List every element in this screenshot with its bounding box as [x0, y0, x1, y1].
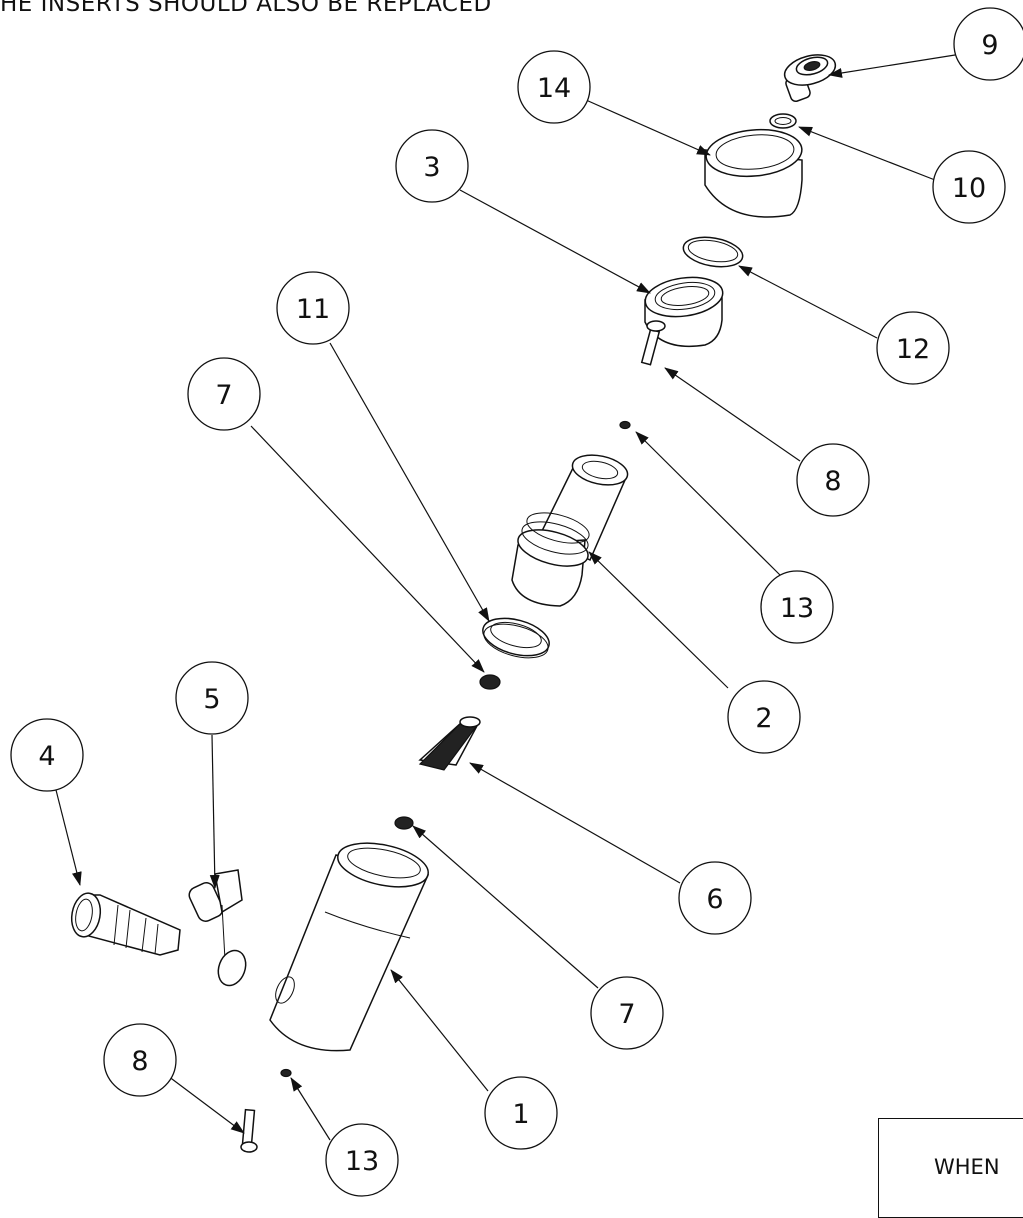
part-4-coupler — [70, 892, 181, 956]
part-13-insert-lower — [280, 1068, 292, 1078]
part-9-cap — [783, 54, 837, 103]
svg-text:7: 7 — [215, 380, 232, 411]
svg-text:14: 14 — [537, 73, 571, 104]
part-8-screw-upper — [640, 320, 666, 366]
balloon-1: 1 — [484, 1076, 558, 1150]
balloon-6: 6 — [678, 861, 752, 935]
part-11-seal — [482, 617, 550, 659]
balloon-3: 3 — [395, 129, 469, 203]
balloon-14: 14 — [517, 50, 591, 124]
svg-text:2: 2 — [755, 703, 772, 734]
svg-text:10: 10 — [952, 173, 986, 204]
svg-text:8: 8 — [824, 466, 841, 497]
balloon-7-upper: 7 — [187, 357, 261, 431]
svg-text:8: 8 — [131, 1046, 148, 1077]
svg-text:5: 5 — [203, 684, 220, 715]
drawing-note-heading: HE INSERTS SHOULD ALSO BE REPLACED — [0, 0, 492, 17]
svg-text:11: 11 — [296, 294, 330, 325]
svg-text:6: 6 — [706, 884, 723, 915]
part-13-insert-upper — [619, 420, 631, 430]
part-1-cylinder-body — [269, 842, 430, 1052]
part-2-piston — [511, 454, 629, 607]
svg-text:3: 3 — [423, 152, 440, 183]
part-12-ring — [682, 236, 744, 268]
part-5-plug — [188, 869, 247, 987]
svg-text:13: 13 — [780, 593, 814, 624]
svg-text:9: 9 — [981, 30, 998, 61]
part-10-o-ring — [769, 113, 797, 129]
svg-text:12: 12 — [896, 334, 930, 365]
part-7-nut-lower — [394, 816, 414, 830]
balloon-10: 10 — [932, 150, 1006, 224]
svg-text:4: 4 — [38, 741, 55, 772]
part-3-collar — [644, 276, 724, 348]
note-box: WHEN — [878, 1118, 1023, 1218]
part-7-nut-upper — [479, 674, 501, 690]
leader-lines — [55, 54, 956, 1141]
balloon-8-lower: 8 — [103, 1023, 177, 1097]
part-8-screw-lower — [240, 1108, 258, 1153]
balloon-2: 2 — [727, 680, 801, 754]
svg-text:13: 13 — [345, 1146, 379, 1177]
svg-text:7: 7 — [618, 999, 635, 1030]
balloon-4: 4 — [10, 718, 84, 792]
svg-text:1: 1 — [512, 1099, 529, 1130]
balloon-5: 5 — [175, 661, 249, 735]
balloon-7-lower: 7 — [590, 976, 664, 1050]
balloon-13-upper: 13 — [760, 570, 834, 644]
balloon-11: 11 — [276, 271, 350, 345]
balloon-8-upper: 8 — [796, 443, 870, 517]
part-14-cap-ring — [704, 128, 803, 218]
part-6-threaded-rod — [418, 716, 481, 771]
note-text: WHEN — [934, 1155, 1000, 1179]
balloon-9: 9 — [953, 7, 1023, 81]
balloon-13-lower: 13 — [325, 1123, 399, 1197]
balloon-12: 12 — [876, 311, 950, 385]
